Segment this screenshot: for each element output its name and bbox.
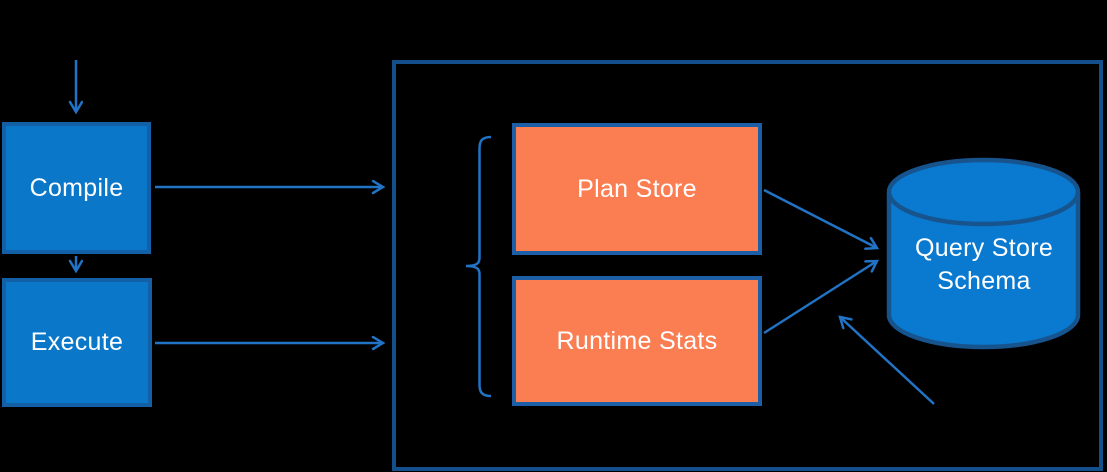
cylinder-body <box>886 192 1081 350</box>
execute-label: Execute <box>30 328 124 356</box>
arrow-plan-store-to-schema <box>763 188 877 248</box>
arrow-annotation-pointer <box>840 317 935 405</box>
runtime-stats-node: Runtime Stats <box>512 276 762 406</box>
database-cylinder <box>886 157 1081 350</box>
execute-node: Execute <box>2 278 152 407</box>
runtime-stats-label: Runtime Stats <box>556 326 718 355</box>
query-store-frame <box>392 60 1103 471</box>
plan-store-node: Plan Store <box>512 123 762 255</box>
grouping-brace <box>465 135 492 398</box>
compile-label: Compile <box>29 173 124 202</box>
compile-node: Compile <box>2 122 151 254</box>
cylinder-top <box>886 157 1081 227</box>
query-store-schema-label: Query Store Schema <box>914 234 1054 295</box>
plan-store-label: Plan Store <box>577 174 697 203</box>
arrow-runtime-stats-to-schema <box>763 261 877 335</box>
